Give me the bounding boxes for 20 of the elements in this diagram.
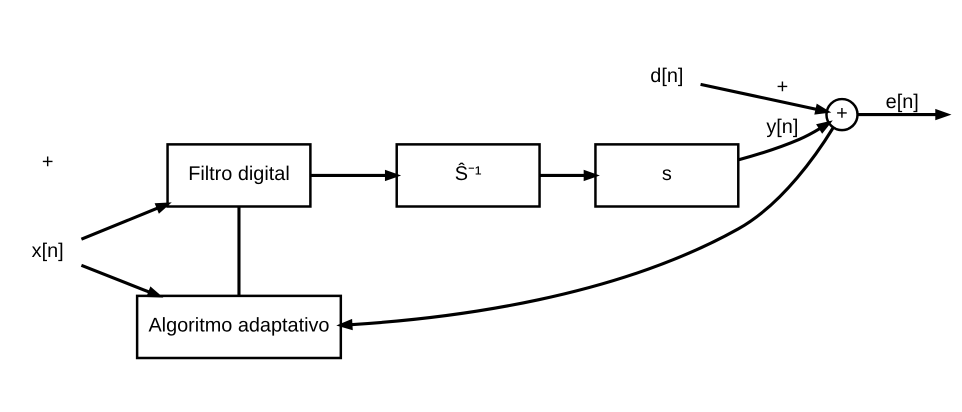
arrow bbox=[700, 82, 832, 114]
node-circle: + bbox=[825, 97, 859, 131]
node-text: d[n] bbox=[650, 64, 684, 87]
arrow bbox=[80, 202, 172, 240]
node-box: s bbox=[594, 142, 740, 208]
node-box: Ŝ⁻¹ bbox=[395, 142, 541, 208]
edge-label: y[n] bbox=[766, 115, 798, 138]
edge-label: + bbox=[776, 76, 788, 98]
arrow bbox=[858, 108, 952, 120]
arrow bbox=[336, 126, 834, 330]
arrow bbox=[80, 263, 164, 298]
arrow bbox=[310, 169, 402, 181]
edge-label: e[n] bbox=[886, 90, 919, 113]
arrow bbox=[738, 120, 833, 161]
label: + bbox=[42, 150, 54, 172]
node-box: Algoritmo adaptativo bbox=[136, 294, 342, 359]
node-box: Filtro digital bbox=[166, 142, 312, 208]
arrow bbox=[540, 169, 600, 181]
node-text: x[n] bbox=[32, 240, 64, 262]
connector bbox=[237, 206, 241, 296]
